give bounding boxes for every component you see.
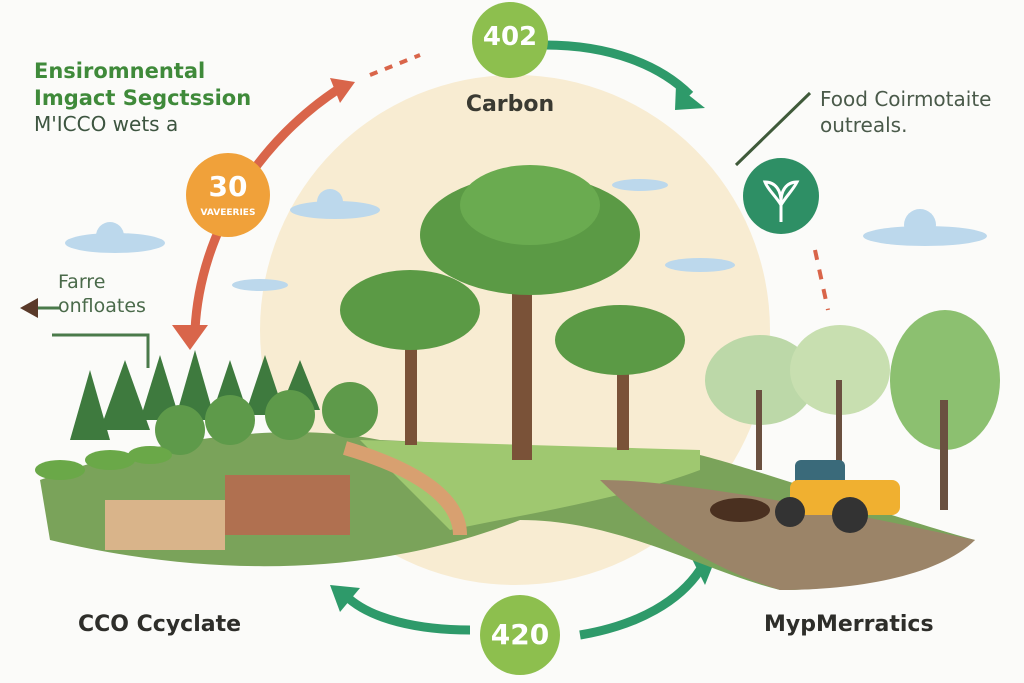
title-line1: Ensiromnental [34, 59, 206, 83]
forest-left [35, 350, 378, 480]
log-piles [105, 475, 350, 550]
farre-line2: onfloates [58, 295, 146, 317]
bottom-value: 420 [490, 618, 550, 651]
carbon-value: 402 [482, 22, 538, 52]
tractor [710, 460, 900, 533]
bottom-badge [480, 595, 560, 675]
food-line1: Food Coirmotaite [820, 87, 992, 111]
clouds [65, 179, 987, 291]
carbon-label: Carbon [465, 92, 555, 117]
title-line2: Imgact Segctssion [34, 86, 252, 110]
varieties-badge [186, 153, 270, 237]
farre-line1: Farre [58, 271, 106, 293]
varieties-value: 30 [208, 170, 248, 203]
right-trees [705, 310, 1000, 510]
carbon-badge [472, 2, 548, 78]
center-trees [340, 165, 685, 460]
arrow-left-icon [20, 298, 38, 318]
footer-right-label: MypMerratics [764, 612, 934, 637]
varieties-label: VAVEERIES [200, 208, 256, 218]
footer-left-label: CCO Ccyclate [78, 612, 242, 637]
leaf-sprout-icon [762, 180, 800, 222]
green-top-arrow [544, 40, 694, 99]
food-line2: outreals. [820, 113, 908, 137]
subtitle: M'ICCO wets a [34, 112, 179, 136]
